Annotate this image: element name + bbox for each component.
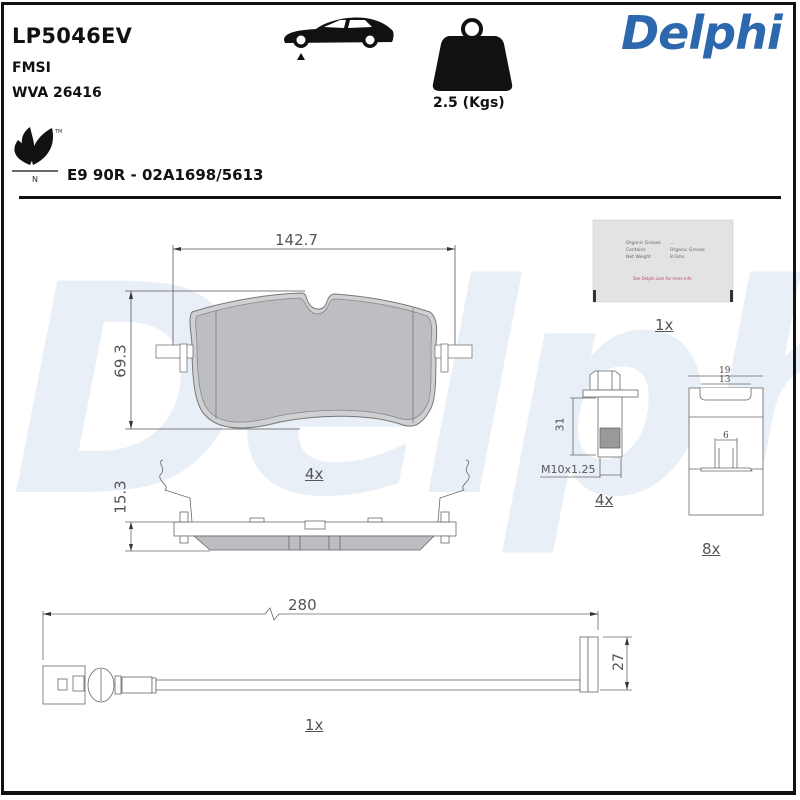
sensor-height-dim: 27 bbox=[610, 653, 627, 671]
clip-slot-width-dim: 6 bbox=[723, 431, 729, 441]
pad-quantity: 4x bbox=[305, 465, 324, 483]
approval-number: E9 90R - 02A1698/5613 bbox=[67, 166, 264, 184]
bolt-length-dim: 31 bbox=[553, 417, 567, 432]
sensor-length-dim: 280 bbox=[288, 596, 317, 614]
pad-height-dim: 69.3 bbox=[111, 344, 130, 378]
sensor-quantity: 1x bbox=[305, 716, 324, 734]
pad-thickness-dim: 15.3 bbox=[111, 480, 130, 514]
clip-outer-width-dim: 19 bbox=[719, 366, 731, 376]
sachet-quantity: 1x bbox=[655, 316, 674, 334]
wva-number: WVA 26416 bbox=[12, 85, 102, 101]
clip-quantity: 8x bbox=[702, 540, 721, 558]
weight-value: 2.5 (Kgs) bbox=[433, 95, 505, 111]
bolt-quantity: 4x bbox=[595, 491, 614, 509]
fmsi-label: FMSI bbox=[12, 60, 51, 76]
header-divider bbox=[19, 196, 781, 199]
clip-inner-width-dim: 13 bbox=[719, 375, 731, 385]
bolt-thread-dim: M10x1.25 bbox=[541, 463, 596, 476]
part-number: LP5046EV bbox=[12, 24, 133, 48]
pad-width-dim: 142.7 bbox=[275, 231, 318, 249]
brand-logo: Delphi bbox=[621, 6, 783, 60]
